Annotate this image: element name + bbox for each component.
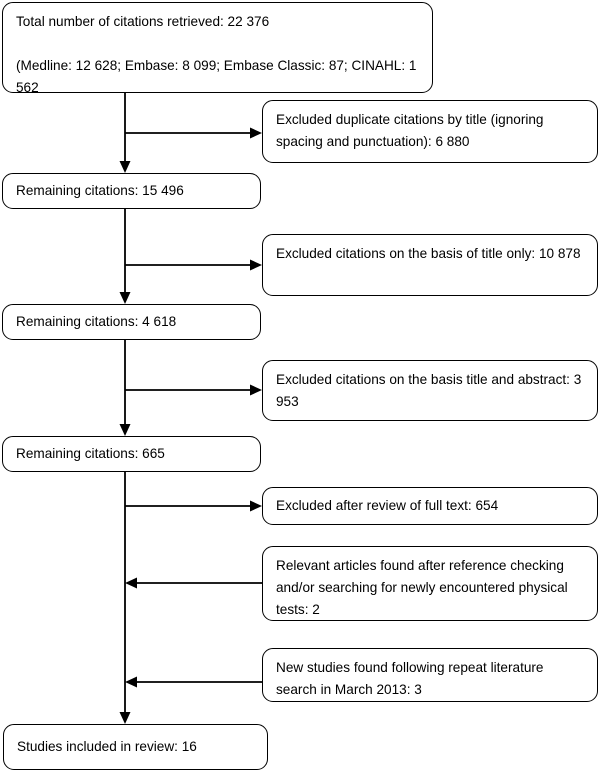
- arrowhead-right-excluded-duplicates: [250, 127, 262, 139]
- node-new-studies-repeat-search: New studies found following repeat liter…: [262, 648, 598, 702]
- arrowhead-right-excluded-full-text: [250, 500, 262, 512]
- node-total-citations: Total number of citations retrieved: 22 …: [2, 2, 433, 95]
- node-remaining-665: Remaining citations: 665: [2, 436, 261, 472]
- arrowhead-down-remaining665: [119, 424, 131, 436]
- arrowhead-down-remaining15496: [119, 161, 131, 173]
- arrowhead-right-excluded-title-abstract: [250, 384, 262, 396]
- node-excluded-title-abstract: Excluded citations on the basis title an…: [262, 360, 598, 421]
- node-remaining-4618: Remaining citations: 4 618: [2, 304, 261, 340]
- node-studies-included: Studies included in review: 16: [3, 724, 268, 770]
- node-excluded-duplicates: Excluded duplicate citations by title (i…: [262, 100, 598, 163]
- arrowhead-right-excluded-title-only: [250, 259, 262, 271]
- arrowhead-down-studies-included: [119, 712, 131, 724]
- node-remaining-15496: Remaining citations: 15 496: [2, 173, 261, 209]
- arrowhead-down-remaining4618: [119, 292, 131, 304]
- arrowhead-left-new-studies: [125, 676, 137, 688]
- node-excluded-full-text: Excluded after review of full text: 654: [262, 487, 598, 525]
- arrowhead-left-relevant-articles: [125, 577, 137, 589]
- node-excluded-title-only: Excluded citations on the basis of title…: [262, 234, 598, 296]
- node-relevant-reference-checking: Relevant articles found after reference …: [262, 546, 598, 621]
